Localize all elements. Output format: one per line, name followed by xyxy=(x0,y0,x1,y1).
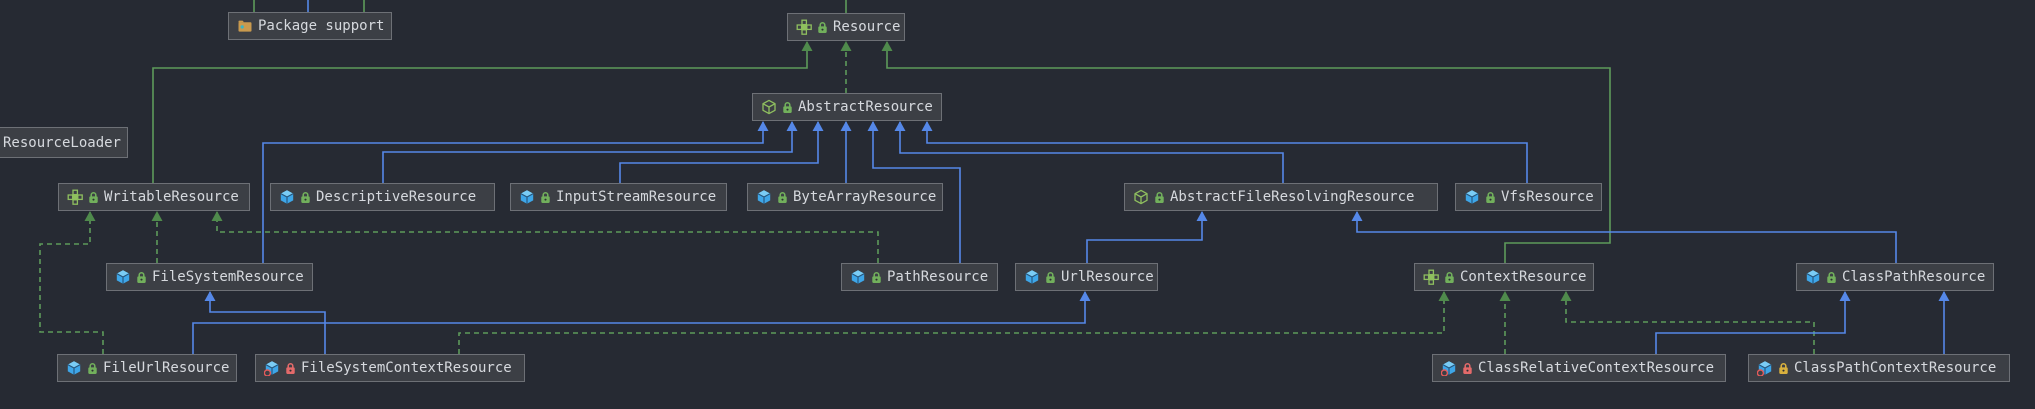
class-icon xyxy=(279,189,295,205)
node-vfs-resource[interactable]: VfsResource xyxy=(1455,183,1602,211)
interface-icon xyxy=(1423,269,1439,285)
edge-context-resource--resource[interactable] xyxy=(881,41,1611,263)
edge-input-stream-resource--abstract-resource[interactable] xyxy=(619,121,824,183)
abstract-class-icon xyxy=(761,99,777,115)
node-class-path-resource[interactable]: ClassPathResource xyxy=(1796,263,1994,291)
edge-file-system-context-resource--context-resource[interactable] xyxy=(458,291,1450,354)
class-icon xyxy=(115,269,131,285)
edge-class-path-context-resource--context-resource[interactable] xyxy=(1560,291,1815,354)
edge-path-resource--writable-resource[interactable] xyxy=(211,211,879,263)
node-resource[interactable]: Resource xyxy=(787,13,905,41)
class-icon xyxy=(1464,189,1480,205)
node-byte-array-resource[interactable]: ByteArrayResource xyxy=(747,183,943,211)
node-label: InputStreamResource xyxy=(556,189,717,205)
node-label: ClassPathResource xyxy=(1842,269,1986,285)
class-icon xyxy=(756,189,772,205)
interface-icon xyxy=(67,189,83,205)
green-lock-icon xyxy=(1154,191,1165,204)
green-lock-icon xyxy=(1444,271,1455,284)
class-icon xyxy=(66,360,82,376)
green-lock-icon xyxy=(87,362,98,375)
node-label: FileUrlResource xyxy=(103,360,230,376)
edge-path-resource--abstract-resource[interactable] xyxy=(867,121,961,263)
green-lock-icon xyxy=(136,271,147,284)
node-descriptive-resource[interactable]: DescriptiveResource xyxy=(270,183,495,211)
node-label: UrlResource xyxy=(1061,269,1154,285)
node-file-system-resource[interactable]: FileSystemResource xyxy=(106,263,313,291)
abstract-class-icon xyxy=(1133,189,1149,205)
node-label: VfsResource xyxy=(1501,189,1594,205)
node-label: AbstractResource xyxy=(798,99,933,115)
interface-icon xyxy=(796,19,812,35)
edge-abstract-file-resolving-resource--abstract-resource[interactable] xyxy=(894,121,1284,183)
node-label: WritableResource xyxy=(104,189,239,205)
edge-file-url-resource--writable-resource[interactable] xyxy=(39,211,104,354)
class-icon xyxy=(264,360,280,376)
node-package-support[interactable]: Package support xyxy=(228,12,392,40)
node-class-relative-context-resource[interactable]: ClassRelativeContextResource xyxy=(1432,354,1726,382)
node-label: Package support xyxy=(258,18,385,34)
node-abstract-resource[interactable]: AbstractResource xyxy=(752,93,942,121)
red-lock-icon xyxy=(285,362,296,375)
node-label: ByteArrayResource xyxy=(793,189,937,205)
class-icon xyxy=(1757,360,1773,376)
edge-descriptive-resource--abstract-resource[interactable] xyxy=(382,121,798,183)
green-lock-icon xyxy=(88,191,99,204)
node-label: Resource xyxy=(833,19,901,35)
edge-file-system-context-resource--file-system-resource[interactable] xyxy=(204,291,326,354)
edge-file-url-resource--url-resource[interactable] xyxy=(192,291,1091,354)
node-label: DescriptiveResource xyxy=(316,189,477,205)
node-label: FileSystemResource xyxy=(152,269,304,285)
class-icon xyxy=(519,189,535,205)
green-lock-icon xyxy=(777,191,788,204)
node-resource-loader[interactable]: ResourceLoader xyxy=(0,127,128,158)
edge-class-path-resource--abstract-file-resolving-resource[interactable] xyxy=(1351,211,1897,263)
node-file-url-resource[interactable]: FileUrlResource xyxy=(57,354,237,382)
node-context-resource[interactable]: ContextResource xyxy=(1414,263,1594,291)
node-path-resource[interactable]: PathResource xyxy=(841,263,998,291)
folder-icon xyxy=(237,18,253,34)
edge-file-system-resource--abstract-resource[interactable] xyxy=(262,121,769,263)
green-lock-icon xyxy=(1045,271,1056,284)
node-writable-resource[interactable]: WritableResource xyxy=(58,183,250,211)
edge-vfs-resource--abstract-resource[interactable] xyxy=(921,121,1528,183)
node-label: ResourceLoader xyxy=(2,134,121,151)
node-label: AbstractFileResolvingResource xyxy=(1170,189,1415,205)
edge-writable-resource--resource[interactable] xyxy=(152,41,813,183)
node-label: ClassRelativeContextResource xyxy=(1478,360,1715,376)
green-lock-icon xyxy=(871,271,882,284)
green-lock-icon xyxy=(782,101,793,114)
node-class-path-context-resource[interactable]: ClassPathContextResource xyxy=(1748,354,2010,382)
class-icon xyxy=(1805,269,1821,285)
node-label: FileSystemContextResource xyxy=(301,360,512,376)
node-label: PathResource xyxy=(887,269,989,285)
class-icon xyxy=(850,269,866,285)
node-url-resource[interactable]: UrlResource xyxy=(1015,263,1158,291)
green-lock-icon xyxy=(300,191,311,204)
class-icon xyxy=(1441,360,1457,376)
green-lock-icon xyxy=(1826,271,1837,284)
yellow-lock-icon xyxy=(1778,362,1789,375)
red-lock-icon xyxy=(1462,362,1473,375)
green-lock-icon xyxy=(817,21,828,34)
edge-url-resource--abstract-file-resolving-resource[interactable] xyxy=(1086,211,1208,263)
edge-class-relative-context-resource--class-path-resource[interactable] xyxy=(1655,291,1851,354)
node-input-stream-resource[interactable]: InputStreamResource xyxy=(510,183,727,211)
class-icon xyxy=(1024,269,1040,285)
node-label: ClassPathContextResource xyxy=(1794,360,1997,376)
green-lock-icon xyxy=(540,191,551,204)
node-file-system-context-resource[interactable]: FileSystemContextResource xyxy=(255,354,525,382)
green-lock-icon xyxy=(1485,191,1496,204)
node-abstract-file-resolving-resource[interactable]: AbstractFileResolvingResource xyxy=(1124,183,1438,211)
node-label: ContextResource xyxy=(1460,269,1587,285)
